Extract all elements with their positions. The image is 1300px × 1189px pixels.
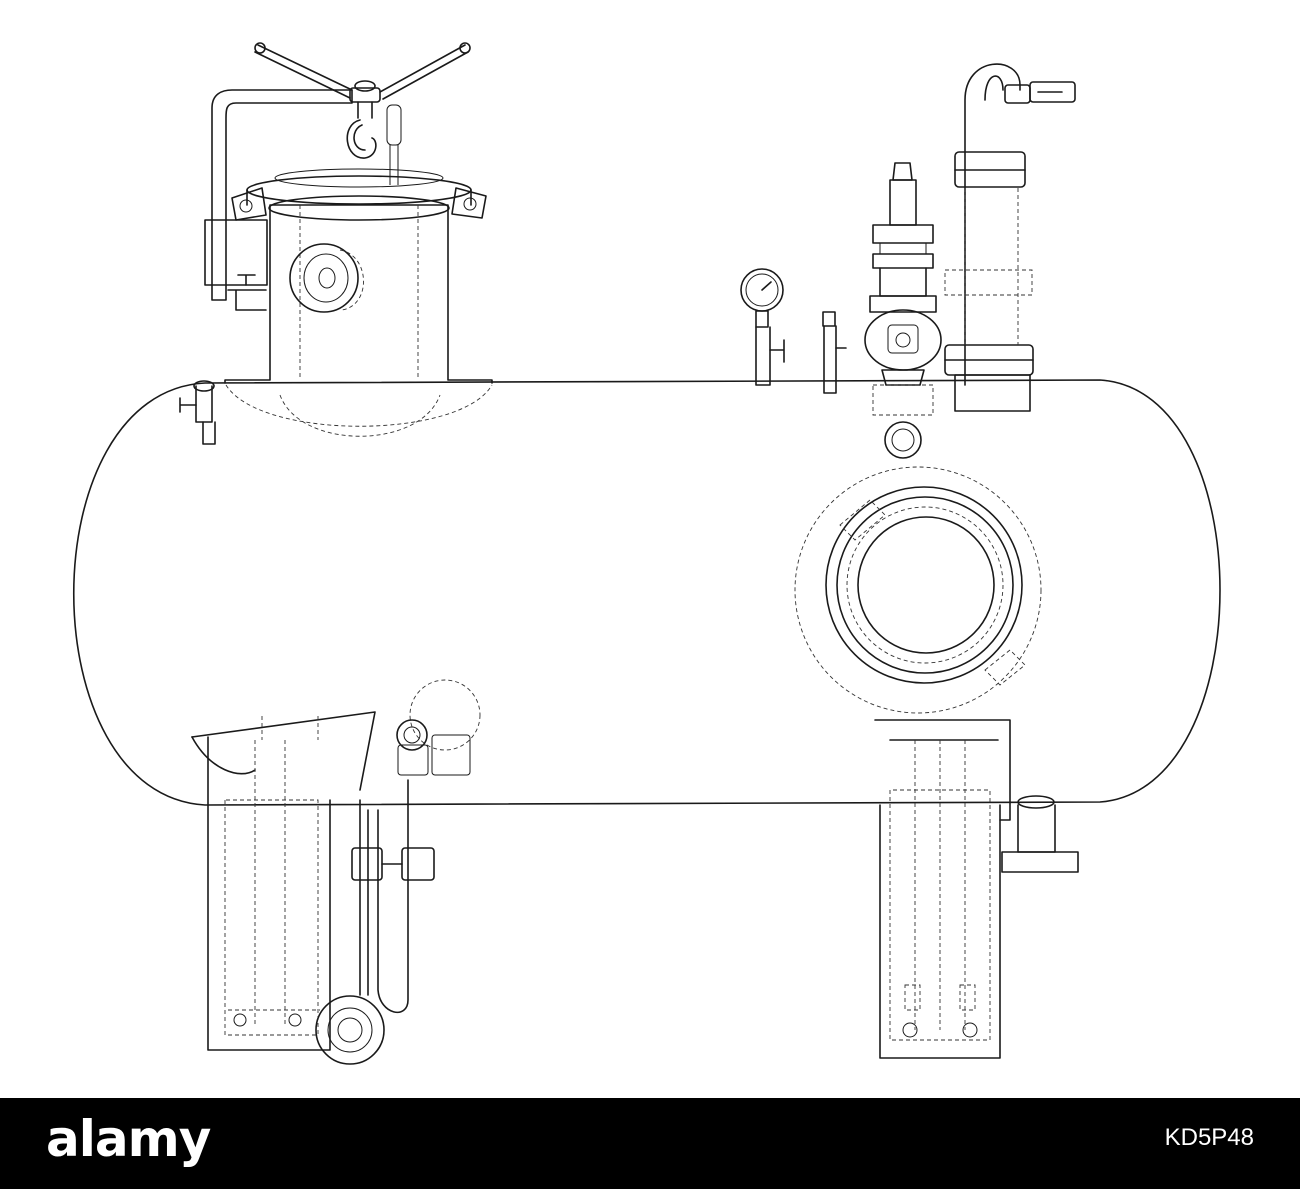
pressure-gauge bbox=[740, 268, 785, 386]
vent-valve-left bbox=[179, 380, 216, 445]
left-saddle bbox=[191, 711, 376, 1051]
drain-nozzle bbox=[1001, 795, 1079, 873]
watermark-footer: alamy KD5P48 bbox=[0, 1098, 1300, 1189]
side-manway bbox=[794, 466, 1042, 714]
level-gauge bbox=[315, 679, 481, 1065]
vent-stack bbox=[944, 63, 1076, 412]
right-saddle bbox=[874, 719, 1011, 1059]
level-indicator-top bbox=[822, 311, 847, 394]
drawing-canvas bbox=[72, 42, 1221, 1065]
brand-logo: alamy bbox=[46, 1110, 211, 1168]
tank-wireframe-drawing bbox=[72, 42, 1221, 1065]
image-id-label: KD5P48 bbox=[1164, 1124, 1254, 1151]
davit-arm bbox=[204, 42, 471, 311]
manhole-dome bbox=[224, 168, 493, 437]
vessel-body bbox=[72, 379, 1221, 806]
safety-valve bbox=[864, 162, 942, 459]
